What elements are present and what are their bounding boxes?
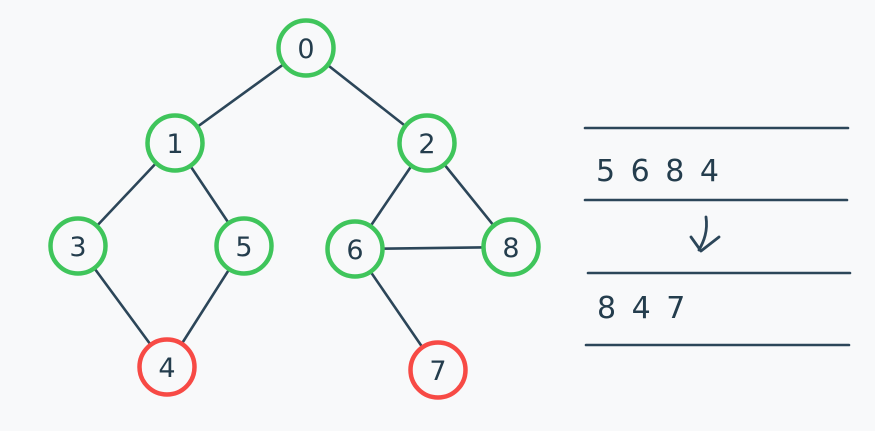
graph-node-8: 8 bbox=[481, 217, 541, 277]
graph-node-4: 4 bbox=[137, 337, 197, 397]
graph-node-5: 5 bbox=[214, 216, 274, 276]
graph-edges bbox=[76, 46, 513, 372]
node-circle bbox=[145, 113, 205, 173]
node-circle bbox=[137, 337, 197, 397]
node-label: 5 bbox=[235, 232, 252, 263]
node-circle bbox=[276, 18, 336, 78]
node-circle bbox=[397, 113, 457, 173]
node-circle bbox=[214, 216, 274, 276]
node-label: 4 bbox=[158, 353, 175, 384]
node-circle bbox=[408, 340, 468, 400]
node-label: 1 bbox=[166, 129, 183, 160]
down-arrow-icon bbox=[689, 215, 721, 253]
graph-node-2: 2 bbox=[397, 113, 457, 173]
graph-node-7: 7 bbox=[408, 340, 468, 400]
before-sequence-text: 5 6 8 4 bbox=[596, 154, 722, 189]
graph-node-6: 6 bbox=[325, 219, 385, 279]
node-label: 3 bbox=[69, 232, 86, 263]
node-label: 2 bbox=[418, 129, 435, 160]
notes-panel: 5 6 8 4 8 4 7 bbox=[583, 126, 852, 347]
graph-nodes: 0 1 2 3 5 6 8 4 7 bbox=[48, 18, 541, 400]
node-circle bbox=[48, 216, 108, 276]
graph-node-3: 3 bbox=[48, 216, 108, 276]
graph-node-1: 1 bbox=[145, 113, 205, 173]
node-label: 8 bbox=[502, 233, 519, 264]
node-label: 7 bbox=[429, 356, 446, 387]
node-label: 6 bbox=[346, 235, 363, 266]
node-label: 0 bbox=[297, 34, 314, 65]
graph-node-0: 0 bbox=[276, 18, 336, 78]
after-sequence-text: 8 4 7 bbox=[597, 291, 688, 326]
node-circle bbox=[481, 217, 541, 277]
node-circle bbox=[325, 219, 385, 279]
